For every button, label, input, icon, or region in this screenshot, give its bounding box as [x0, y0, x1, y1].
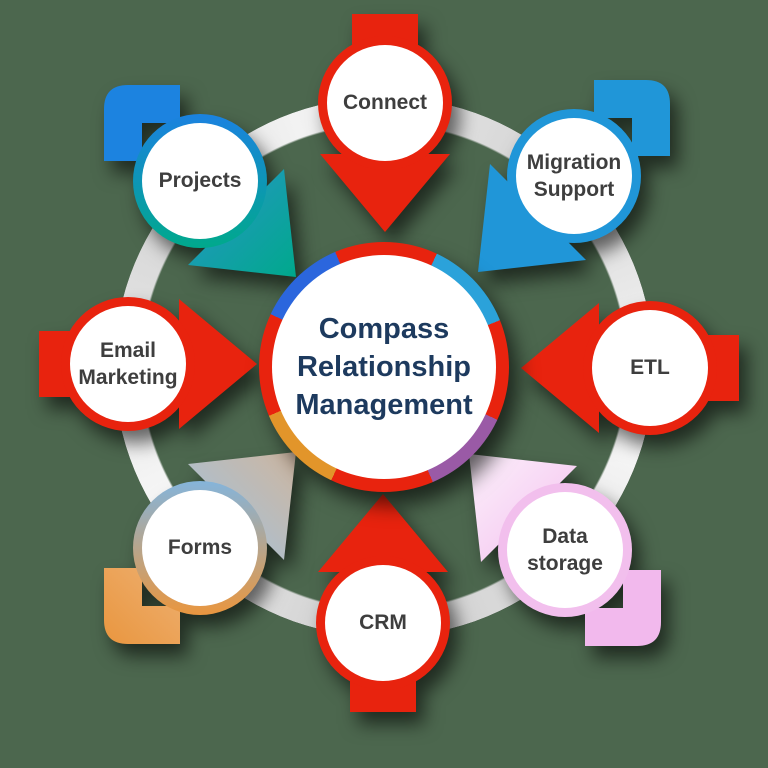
node-label: ETL: [630, 356, 670, 380]
node-circle: ETL: [583, 301, 717, 435]
node-label: Projects: [158, 169, 242, 193]
node-circle: Forms: [133, 481, 267, 615]
node-circle: Migration Support: [507, 109, 641, 243]
node-label: Data storage: [527, 524, 603, 575]
node-circle: CRM: [316, 556, 450, 690]
node-label: Email Marketing: [78, 338, 178, 389]
node-circle: Connect: [318, 36, 452, 170]
node-circle: Email Marketing: [61, 297, 195, 431]
node-label: Forms: [167, 536, 233, 560]
node-circle: Data storage: [498, 483, 632, 617]
node-label: Connect: [343, 91, 427, 115]
node-label: CRM: [359, 611, 407, 635]
node-circle: Projects: [133, 114, 267, 248]
node-label: Migration Support: [526, 150, 622, 201]
hub-title: Compass Relationship Management: [295, 312, 473, 422]
hub-circle: Compass Relationship Management: [259, 242, 509, 492]
